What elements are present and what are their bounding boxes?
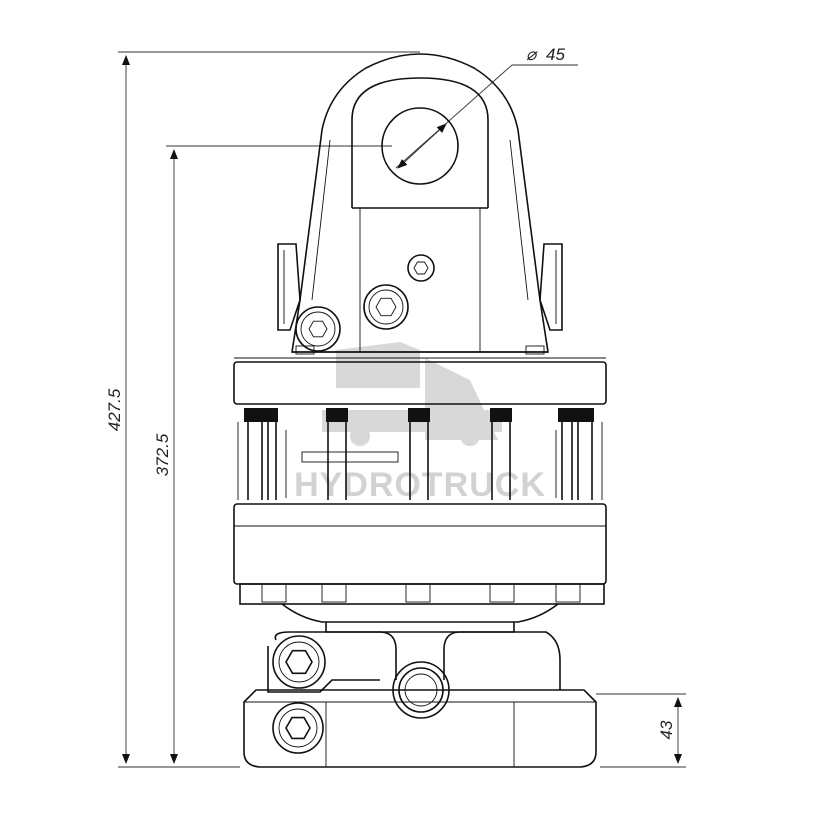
rotator-body bbox=[243, 622, 597, 768]
dimension-pin-diameter: ⌀ 45 bbox=[395, 45, 578, 169]
dimension-pin-height: 372.5 bbox=[153, 145, 392, 764]
dimension-diameter-symbol: ⌀ bbox=[526, 45, 538, 64]
watermark-logo: HYDROTRUCK bbox=[294, 342, 546, 504]
dimension-label-diameter: 45 bbox=[546, 45, 565, 64]
upper-flange bbox=[233, 357, 607, 405]
tie-rods bbox=[237, 408, 603, 500]
hex-plug-lower-icon bbox=[272, 702, 324, 754]
side-hex-bolt-icon bbox=[295, 306, 341, 352]
lower-flange bbox=[233, 503, 607, 623]
hex-plug-upper-icon bbox=[272, 635, 326, 689]
dimension-base-height: 43 bbox=[596, 693, 686, 768]
dimension-total-height: 427.5 bbox=[105, 51, 420, 768]
dimension-label-pin-height: 372.5 bbox=[153, 433, 172, 476]
watermark-brand: HYDROTRUCK bbox=[294, 466, 546, 504]
dimension-label-base: 43 bbox=[657, 720, 676, 739]
top-lug-bracket bbox=[277, 53, 563, 355]
pin-bore bbox=[381, 107, 459, 185]
dimension-label-total: 427.5 bbox=[105, 388, 124, 431]
medium-hex-bolt-icon bbox=[363, 284, 409, 330]
small-hex-bolt-icon bbox=[407, 254, 435, 282]
truck-logo-icon bbox=[322, 342, 502, 446]
